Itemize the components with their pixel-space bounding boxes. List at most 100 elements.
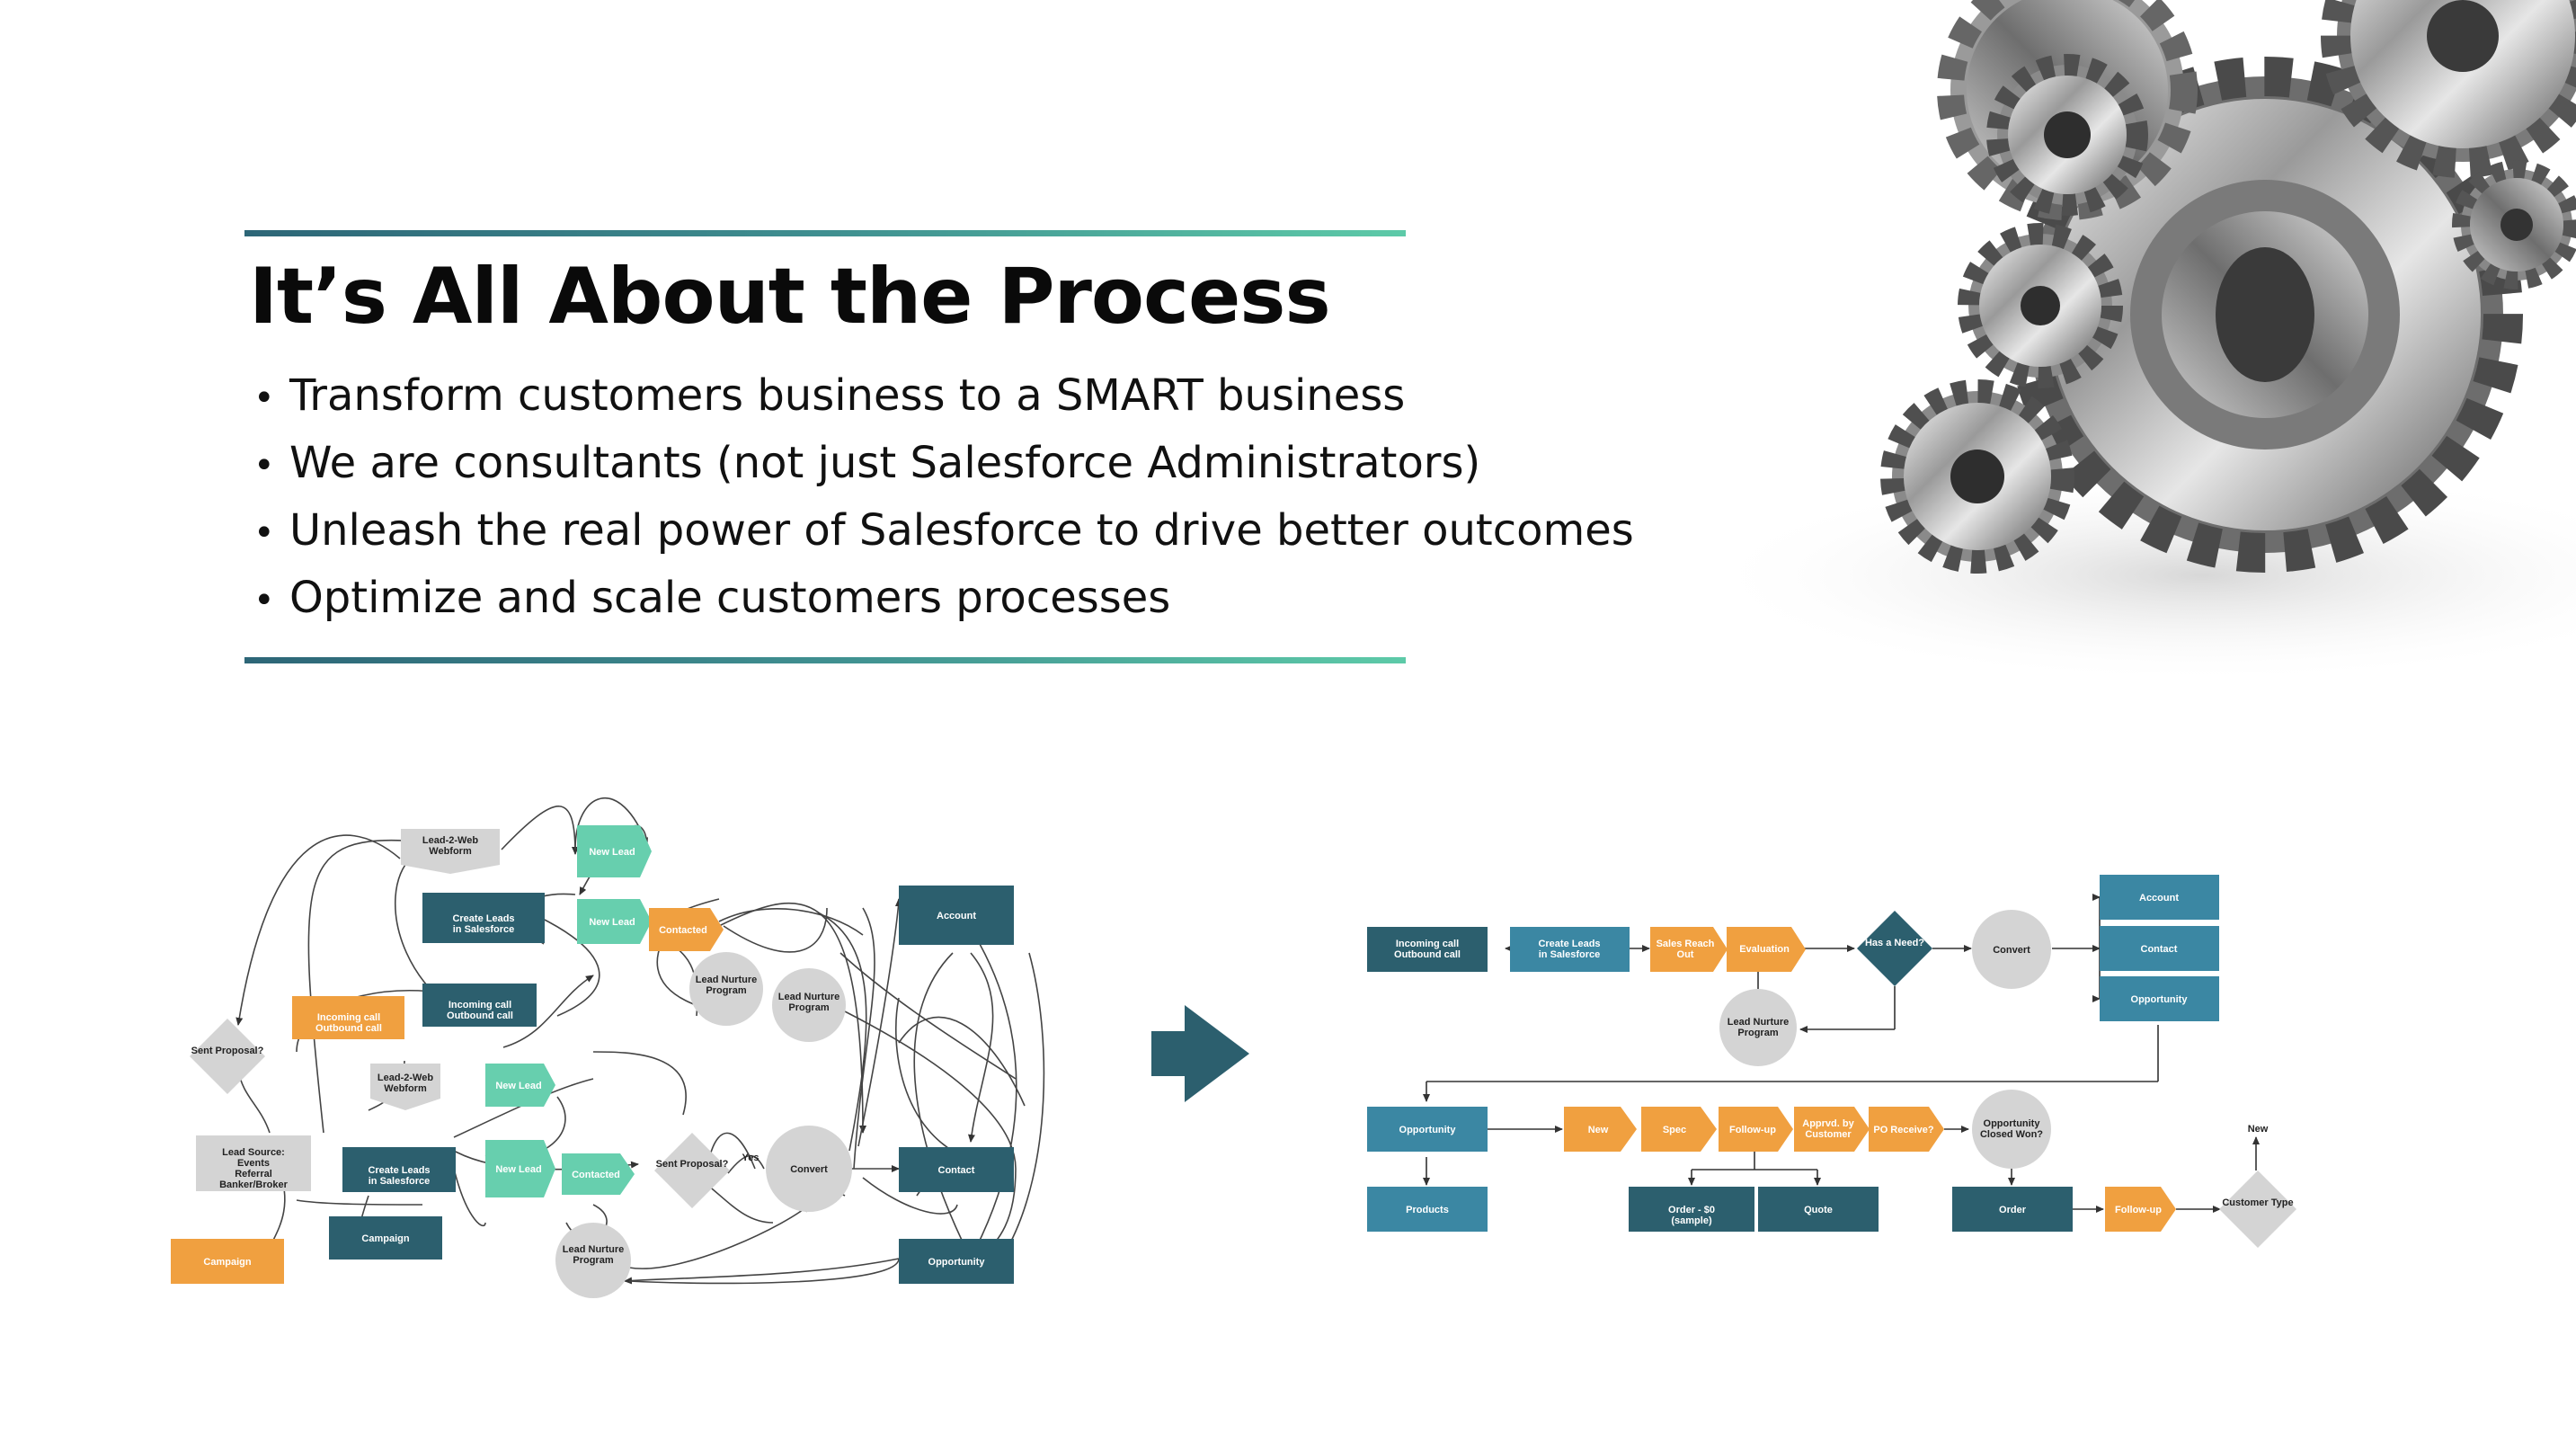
label-line: Lead-2-Web — [378, 1073, 433, 1083]
connector — [628, 1258, 900, 1285]
new-lead-1-label: New Lead — [589, 847, 635, 858]
spec-node — [1641, 1107, 1717, 1152]
gear-top-right — [2321, 0, 2576, 178]
label-line: Create Leads — [452, 913, 514, 924]
connector — [839, 952, 1017, 1080]
gear-mid-left — [1986, 54, 2148, 216]
new-lead-1-node — [577, 825, 652, 877]
label-line: Program — [706, 985, 746, 996]
customer-type-label: Customer Type — [2222, 1197, 2293, 1208]
opp-closed-won-node — [1972, 1090, 2051, 1169]
quote-node — [1758, 1187, 1879, 1232]
bullet-text: Transform customers business to a SMART … — [289, 370, 1406, 421]
incoming-call-navy-node — [422, 984, 537, 1027]
top-accent-rule — [244, 230, 1406, 236]
label-line: Outbound call — [447, 1010, 513, 1021]
convert-before-label: Convert — [790, 1164, 828, 1175]
evaluation-label: Evaluation — [1739, 944, 1790, 955]
sent-proposal-right-node — [654, 1133, 730, 1208]
lead2web-mid-node — [370, 1064, 440, 1110]
connector — [817, 912, 867, 1152]
convert-before-node — [766, 1126, 852, 1212]
incoming-call-orange-node — [292, 996, 404, 1039]
contacted-2-label: Contacted — [572, 1170, 620, 1180]
account-after-label: Account — [2139, 893, 2179, 904]
label-line: Program — [1737, 1028, 1778, 1038]
contacted-1-node — [649, 908, 724, 951]
label-line: Lead Source: — [222, 1147, 285, 1158]
connector — [237, 1069, 271, 1134]
opportunity-top-after-node — [2100, 976, 2219, 1021]
label-line: Opportunity — [1984, 1118, 2041, 1129]
bullet-text: We are consultants (not just Salesforce … — [289, 438, 1481, 488]
new-stage-label: New — [1588, 1125, 1609, 1135]
connector — [974, 943, 1017, 1251]
po-receive-label: PO Receive? — [1873, 1125, 1934, 1135]
label-line: in Salesforce — [453, 924, 514, 935]
bullet-item: •Unleash the real power of Salesforce to… — [253, 497, 1634, 565]
connector — [968, 952, 994, 1143]
label-line: Order - $0 — [1668, 1205, 1715, 1215]
sent-proposal-left-node — [190, 1019, 265, 1094]
connector — [709, 1132, 756, 1170]
connector — [307, 839, 405, 1134]
bullet-item: •Transform customers business to a SMART… — [253, 362, 1634, 430]
label-line: Out — [1677, 949, 1694, 960]
label-line: Events — [237, 1158, 270, 1169]
sent-proposal-left-label: Sent Proposal? — [191, 1046, 264, 1056]
connector — [296, 1199, 423, 1206]
contacted-2-node — [562, 1153, 635, 1195]
connector — [502, 975, 594, 1048]
connector — [592, 1051, 687, 1116]
connector — [853, 907, 875, 1170]
contact-before-node — [899, 1147, 1014, 1192]
label-line: Outbound call — [1394, 949, 1461, 960]
connector — [628, 1204, 810, 1269]
label-line: Lead Nurture — [563, 1244, 624, 1255]
label-line: (sample) — [1671, 1215, 1712, 1226]
lead-nurture-after-node — [1719, 989, 1797, 1066]
connector — [624, 1258, 900, 1285]
slide-title: It’s All About the Process — [249, 252, 1331, 342]
incoming-call-after-node — [1367, 927, 1488, 972]
new-lead-3-label: New Lead — [495, 1081, 541, 1091]
connector — [913, 952, 972, 1260]
create-leads-top-node — [422, 893, 545, 943]
opportunity-after-node — [1367, 1107, 1488, 1152]
connector — [1006, 952, 1045, 1251]
sales-reach-out-node — [1650, 927, 1728, 972]
order-label: Order — [1999, 1205, 2027, 1215]
campaign-orange-node — [171, 1239, 284, 1284]
label-line: Incoming call — [449, 1000, 511, 1010]
connector — [857, 898, 902, 1147]
label-line: Create Leads — [1538, 939, 1600, 949]
label-line: in Salesforce — [369, 1176, 430, 1187]
contacted-1-label: Contacted — [659, 925, 707, 936]
gear-center-small — [1958, 223, 2123, 388]
lead-nurture-3-node — [555, 1223, 631, 1298]
label-line: Webform — [429, 846, 472, 857]
bottom-accent-rule — [244, 657, 1406, 663]
label-line: Banker/Broker — [219, 1179, 289, 1190]
label-line: Webform — [384, 1083, 427, 1094]
products-label: Products — [1406, 1205, 1449, 1215]
bullet-list: •Transform customers business to a SMART… — [253, 362, 1634, 632]
bullet-text: Unleash the real power of Salesforce to … — [289, 505, 1634, 556]
order-node — [1952, 1187, 2073, 1232]
spec-label: Spec — [1663, 1125, 1686, 1135]
label-line: Create Leads — [368, 1165, 430, 1176]
connector — [538, 916, 600, 1017]
create-leads-bottom-node — [342, 1147, 456, 1192]
label-line: Program — [573, 1255, 613, 1266]
evaluation-node — [1727, 927, 1806, 972]
follow-up-2-label: Follow-up — [2115, 1205, 2162, 1215]
